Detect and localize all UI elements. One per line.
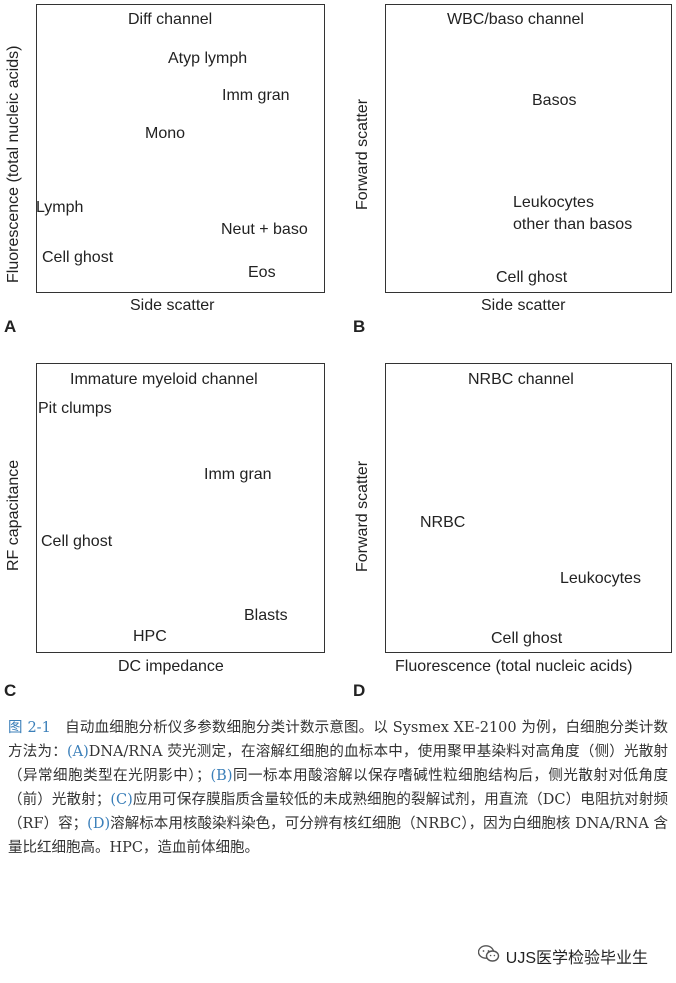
panel-c-xlabel: DC impedance [118,658,224,675]
label-leukocytes-b-1: Leukocytes [513,194,594,211]
label-mono: Mono [145,125,186,142]
panel-d-title: NRBC channel [468,371,574,388]
footer-text: UJS医学检验毕业生 [505,950,648,967]
label-nrbc: NRBC [420,514,466,531]
label-cell-ghost-c: Cell ghost [41,533,113,550]
panel-c-letter: C [4,681,17,700]
panel-c-ylabel: RF capacitance [5,459,22,571]
caption-text-4: 应用可保存膜脂质含量较低的未成熟细胞的裂解试剂，用直流（DC）电阻抗对射频（RF… [8,792,669,832]
caption-text-5: 溶解标本用核酸染料染色，可分辨有核红细胞（NRBC），因为白细胞核 DNA/RN… [8,816,668,856]
label-leukocytes-d: Leukocytes [560,570,641,587]
caption-text-1: 自动血细胞分析仪多参数细胞分类计数示意图。以 Sysmex XE-2100 为例… [8,720,668,760]
label-imm-gran-c: Imm gran [204,466,272,483]
panel-b-xlabel: Side scatter [481,297,566,314]
label-basos: Basos [532,92,577,109]
panel-a [36,4,325,293]
caption-ref-b: (B) [210,768,233,784]
caption-ref-c: (C) [110,792,133,808]
panel-a-xlabel: Side scatter [130,297,215,314]
label-lymph: Lymph [36,199,84,216]
label-blasts: Blasts [244,607,288,624]
panel-a-ylabel: Fluorescence (total nucleic acids) [5,45,22,283]
panel-b [385,4,672,293]
panel-d-letter: D [353,681,366,700]
label-hpc: HPC [133,628,167,645]
caption-fig-number: 图 2-1 [8,720,51,736]
label-cell-ghost-a: Cell ghost [42,249,114,266]
label-neut-baso: Neut + baso [221,221,308,238]
label-atyp-lymph: Atyp lymph [168,50,248,67]
panel-d-xlabel: Fluorescence (total nucleic acids) [395,658,633,675]
caption-text-2: DNA/RNA 荧光测定，在溶解红细胞的血标本中，使用聚甲基染料对高角度（侧）光… [8,744,668,784]
panel-c-title: Immature myeloid channel [70,371,258,388]
label-eos: Eos [248,264,276,281]
wechat-icon [477,944,500,968]
panel-d [385,363,672,653]
figure-caption: 图 2-1 自动血细胞分析仪多参数细胞分类计数示意图。以 Sysmex XE-2… [8,716,668,860]
panel-c [36,363,325,653]
label-cell-ghost-d: Cell ghost [491,630,563,647]
caption-text-3: 同一标本用酸溶解以保存嗜碱性粒细胞结构后，侧光散射对低角度（前）光散射； [8,768,669,808]
panel-a-letter: A [4,317,17,336]
caption-ref-a: (A) [66,744,89,760]
label-cell-ghost-b: Cell ghost [496,269,568,286]
panel-d-ylabel: Forward scatter [354,460,371,572]
panel-b-letter: B [353,317,366,336]
caption-ref-d: (D) [87,816,111,832]
label-pit-clumps: Pit clumps [38,400,112,417]
label-leukocytes-b-2: other than basos [513,216,633,233]
panel-b-title: WBC/baso channel [447,11,584,28]
footer-watermark: UJS医学检验毕业生 [477,944,648,968]
panel-b-ylabel: Forward scatter [354,98,371,210]
label-imm-gran-a: Imm gran [222,87,290,104]
panel-a-title: Diff channel [128,11,213,28]
